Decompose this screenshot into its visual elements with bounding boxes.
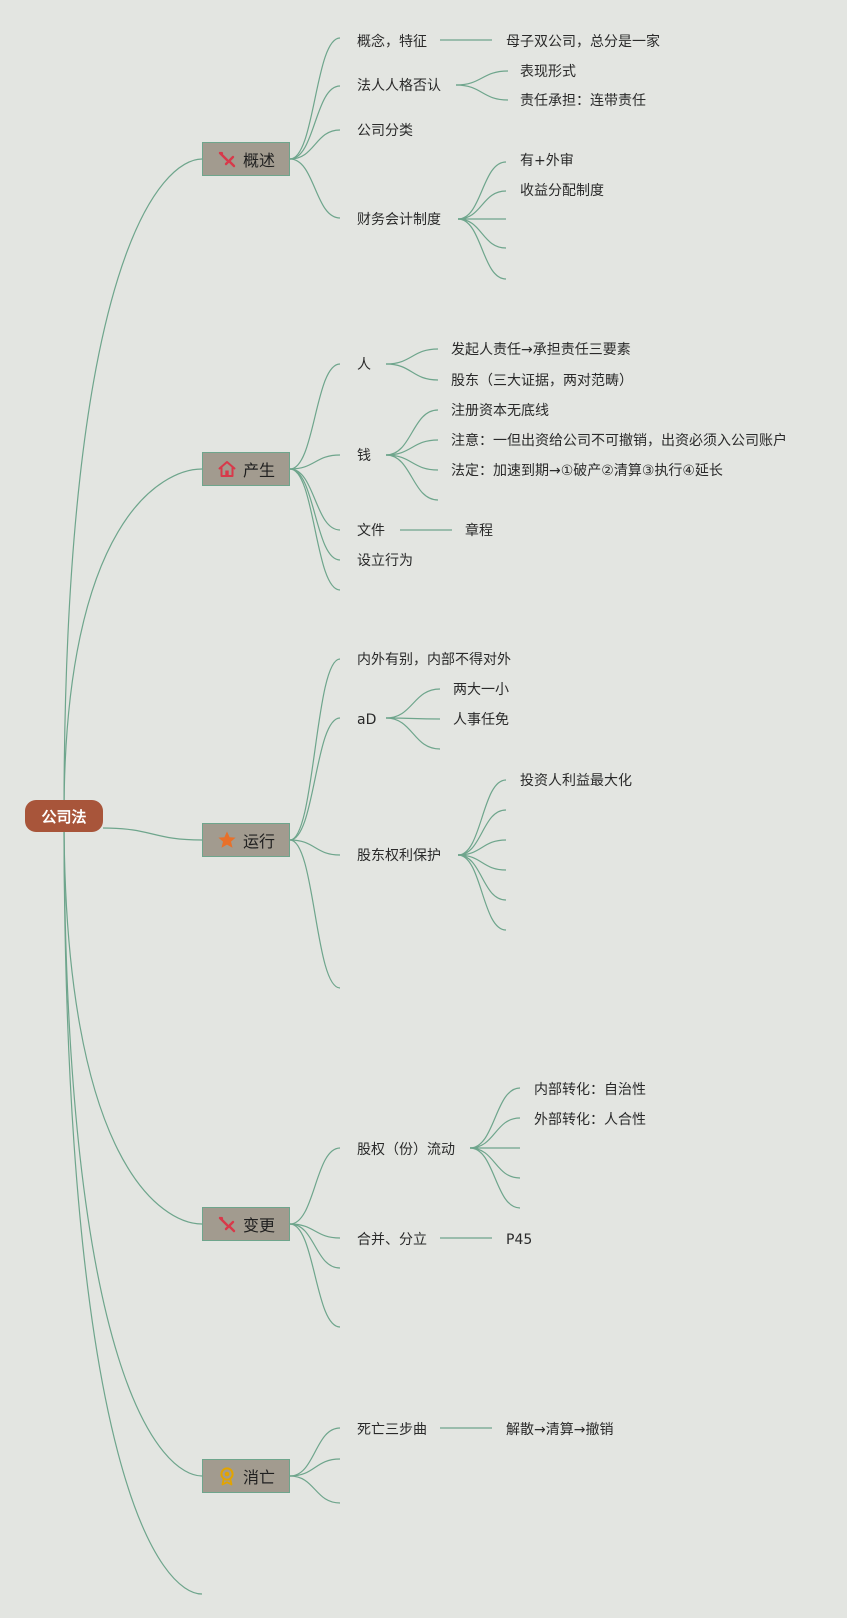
topic-label[interactable]: 合并、分立 xyxy=(357,1232,427,1248)
connector-curve xyxy=(385,454,439,471)
connector-curve xyxy=(385,439,439,456)
connector-curve xyxy=(289,158,341,219)
subtopic-label[interactable]: 解散→清算→撤销 xyxy=(506,1422,614,1438)
topic-label[interactable]: 法人人格否认 xyxy=(357,78,441,94)
root-connector xyxy=(102,827,203,841)
subtopic-label[interactable]: 责任承担：连带责任 xyxy=(520,93,646,109)
subtopic-label[interactable]: 股东（三大证据，两对范畴） xyxy=(451,373,633,389)
branch-label: 产生 xyxy=(242,461,275,480)
subtopic-label[interactable]: P45 xyxy=(506,1232,533,1248)
connector-curve xyxy=(289,1223,341,1269)
topic-label[interactable]: 财务会计制度 xyxy=(357,212,441,228)
topic-label[interactable]: 概念，特征 xyxy=(357,34,427,50)
topic-label[interactable]: 股权（份）流动 xyxy=(357,1142,455,1158)
subtopic-label[interactable]: 表现形式 xyxy=(520,64,576,80)
branch-node-dissolution[interactable]: 消亡 xyxy=(202,1459,290,1493)
connector-curve xyxy=(455,84,509,101)
connector-curve xyxy=(289,468,341,591)
connector-curve xyxy=(385,348,439,365)
connector-curve xyxy=(289,1147,341,1225)
connector-curve xyxy=(289,85,341,160)
branch-node-operation[interactable]: 运行 xyxy=(202,823,290,857)
subtopic-label[interactable]: 人事任免 xyxy=(453,712,509,728)
connector-curve xyxy=(457,218,507,249)
topic-label[interactable]: 钱 xyxy=(357,448,371,464)
connector-curve xyxy=(289,839,341,856)
subtopic-label[interactable]: 母子双公司，总分是一家 xyxy=(506,34,660,50)
subtopic-label[interactable]: 投资人利益最大化 xyxy=(520,773,632,789)
connector-curve xyxy=(469,1147,521,1209)
branch-label: 变更 xyxy=(242,1216,275,1235)
root-connector xyxy=(63,815,203,1477)
root-connector xyxy=(63,815,203,1595)
connector-curve xyxy=(457,190,507,220)
connector-curve xyxy=(289,37,341,160)
root-label: 公司法 xyxy=(41,807,87,826)
topic-label[interactable]: aD xyxy=(357,712,377,728)
home-icon xyxy=(217,459,237,479)
connector-curve xyxy=(457,854,507,901)
connector-curve xyxy=(469,1117,521,1149)
connector-curve xyxy=(385,454,439,501)
connector-curve xyxy=(457,809,507,856)
topic-label[interactable]: 内外有别，内部不得对外 xyxy=(357,652,511,668)
connector-curve xyxy=(469,1087,521,1149)
connector-curve xyxy=(385,688,441,719)
root-connector xyxy=(63,468,203,817)
connector-curve xyxy=(385,717,441,750)
connector-curve xyxy=(289,468,341,531)
tools-icon xyxy=(217,149,237,169)
connector-curve xyxy=(289,129,341,160)
star-icon xyxy=(217,830,237,850)
connector-curve xyxy=(289,454,341,470)
connector-curve xyxy=(289,1223,341,1328)
award-icon xyxy=(217,1466,237,1486)
connector-curve xyxy=(289,1475,341,1504)
connector-curve xyxy=(457,218,507,280)
branch-node-overview[interactable]: 概述 xyxy=(202,142,290,176)
connector-curve xyxy=(289,658,341,841)
connector-curve xyxy=(385,409,439,456)
topic-label[interactable]: 人 xyxy=(357,357,371,373)
connector-curve xyxy=(457,854,507,931)
connector-curve xyxy=(289,468,341,561)
topic-label[interactable]: 文件 xyxy=(357,523,385,539)
topic-label[interactable]: 公司分类 xyxy=(357,123,413,139)
subtopic-label[interactable]: 两大一小 xyxy=(453,682,509,698)
connector-curve xyxy=(457,161,507,220)
subtopic-label[interactable]: 收益分配制度 xyxy=(520,183,604,199)
topic-label[interactable]: 死亡三步曲 xyxy=(357,1422,427,1438)
connector-curve xyxy=(457,779,507,856)
branch-label: 运行 xyxy=(242,832,275,851)
subtopic-label[interactable]: 注意：一但出资给公司不可撤销，出资必须入公司账户 xyxy=(451,433,787,449)
subtopic-label[interactable]: 注册资本无底线 xyxy=(451,403,549,419)
branch-node-formation[interactable]: 产生 xyxy=(202,452,290,486)
branch-node-change[interactable]: 变更 xyxy=(202,1207,290,1241)
connector-curve xyxy=(385,363,439,381)
connector-curve xyxy=(289,1427,341,1477)
root-connector xyxy=(63,815,203,1225)
subtopic-label[interactable]: 章程 xyxy=(465,523,493,539)
connector-curve xyxy=(289,839,341,989)
subtopic-label[interactable]: 发起人责任→承担责任三要素 xyxy=(451,342,631,358)
subtopic-label[interactable]: 外部转化：人合性 xyxy=(534,1112,646,1128)
connector-curve xyxy=(469,1147,521,1179)
connector-curve xyxy=(289,717,341,841)
root-node[interactable]: 公司法 xyxy=(25,800,103,832)
subtopic-label[interactable]: 内部转化：自治性 xyxy=(534,1082,646,1098)
topic-label[interactable]: 设立行为 xyxy=(357,553,413,569)
subtopic-label[interactable]: 法定：加速到期→①破产②清算③执行④延长 xyxy=(451,463,723,479)
connector-curve xyxy=(289,1458,341,1477)
topic-label[interactable]: 股东权利保护 xyxy=(357,848,441,864)
connector-curve xyxy=(457,839,507,856)
subtopic-label[interactable]: 有+外审 xyxy=(520,153,574,169)
branch-label: 概述 xyxy=(242,151,275,170)
connector-curve xyxy=(289,363,341,470)
connector-curve xyxy=(455,70,509,86)
tools-icon xyxy=(217,1214,237,1234)
branch-label: 消亡 xyxy=(242,1468,275,1487)
root-connector xyxy=(63,158,203,817)
